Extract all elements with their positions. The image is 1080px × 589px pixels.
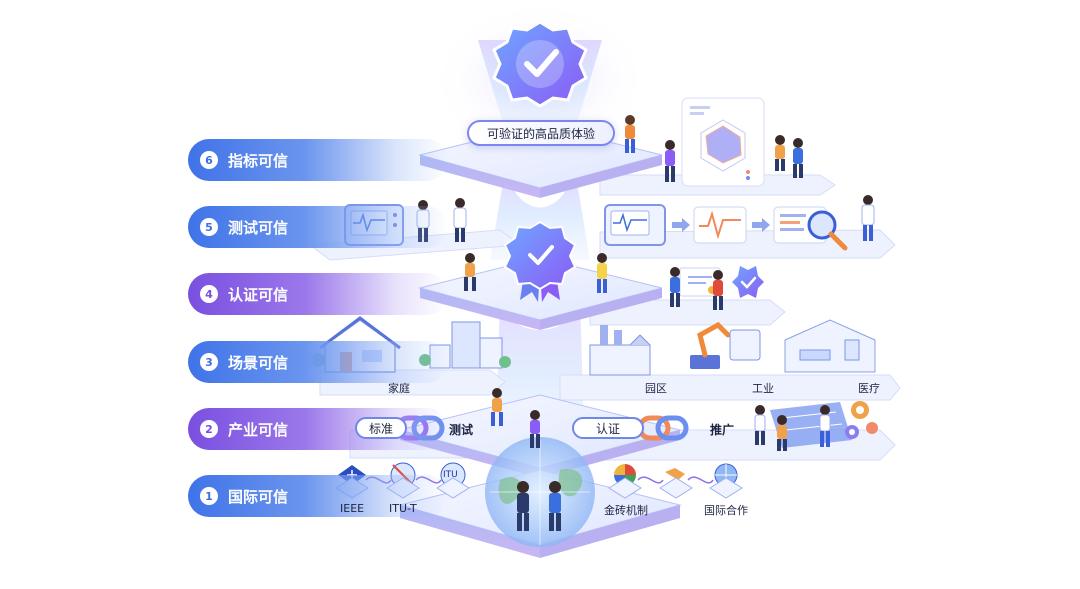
world-globe-icon: [709, 463, 743, 499]
standard-chip: 标准: [355, 417, 407, 439]
globe-icon: [485, 437, 595, 547]
scene-label-park: 园区: [645, 382, 667, 395]
level-1-label: 国际可信: [228, 487, 289, 506]
level-3-label: 场景可信: [228, 353, 289, 372]
certify-chip: 认证: [572, 417, 644, 439]
shield-check-icon: [732, 266, 764, 298]
level-6-number: 6: [200, 151, 218, 169]
top-title-banner: 可验证的高品质体验: [467, 120, 615, 146]
level-3-number: 3: [200, 353, 218, 371]
arrow-right-icon: [672, 218, 770, 232]
test-label: 测试: [449, 423, 474, 437]
report-magnifier-icon: [773, 206, 848, 251]
level-1-pill: 1 国际可信: [188, 475, 448, 517]
cooperation-label: 国际合作: [704, 504, 748, 517]
level-6-label: 指标可信: [228, 151, 289, 170]
robot-arm-icon: [690, 321, 761, 369]
level-2-pill: 2 产业可信: [188, 408, 448, 450]
top-verified-badge-icon: [492, 20, 588, 108]
level-4-number: 4: [200, 285, 218, 303]
level-5-pill: 5 测试可信: [188, 206, 448, 248]
people-figures: [416, 115, 875, 531]
handshake-icon: [659, 468, 693, 499]
waveform-card-icon: [693, 206, 747, 244]
golden-brick-logo-icon: [608, 464, 642, 499]
level-5-number: 5: [200, 218, 218, 236]
level-4-label: 认证可信: [228, 285, 289, 304]
level-2-number: 2: [200, 420, 218, 438]
level-1-number: 1: [200, 487, 218, 505]
itu-t-label: ITU-T: [389, 502, 417, 515]
factory-icon: [589, 325, 651, 376]
level-2-label: 产业可信: [228, 420, 289, 439]
level-6-pill: 6 指标可信: [188, 139, 448, 181]
gear-icon: [845, 401, 878, 439]
level-4-pill: 4 认证可信: [188, 273, 448, 315]
itu-icon-text: ITU: [443, 470, 458, 480]
level-3-pill: 3 场景可信: [188, 341, 448, 383]
certification-badge-icon: [503, 220, 577, 302]
hospital-room-icon: [784, 319, 876, 373]
ieee-label: IEEE: [340, 502, 365, 515]
scene-label-industry: 工业: [752, 382, 774, 395]
level-5-label: 测试可信: [228, 218, 289, 237]
radar-chart-card-icon: [681, 97, 765, 187]
scene-label-medical: 医疗: [858, 382, 880, 395]
test-monitor-right-icon: [604, 204, 666, 246]
scene-label-home: 家庭: [388, 382, 410, 395]
promote-label: 推广: [710, 423, 735, 437]
golden-brick-label: 金砖机制: [604, 504, 648, 517]
